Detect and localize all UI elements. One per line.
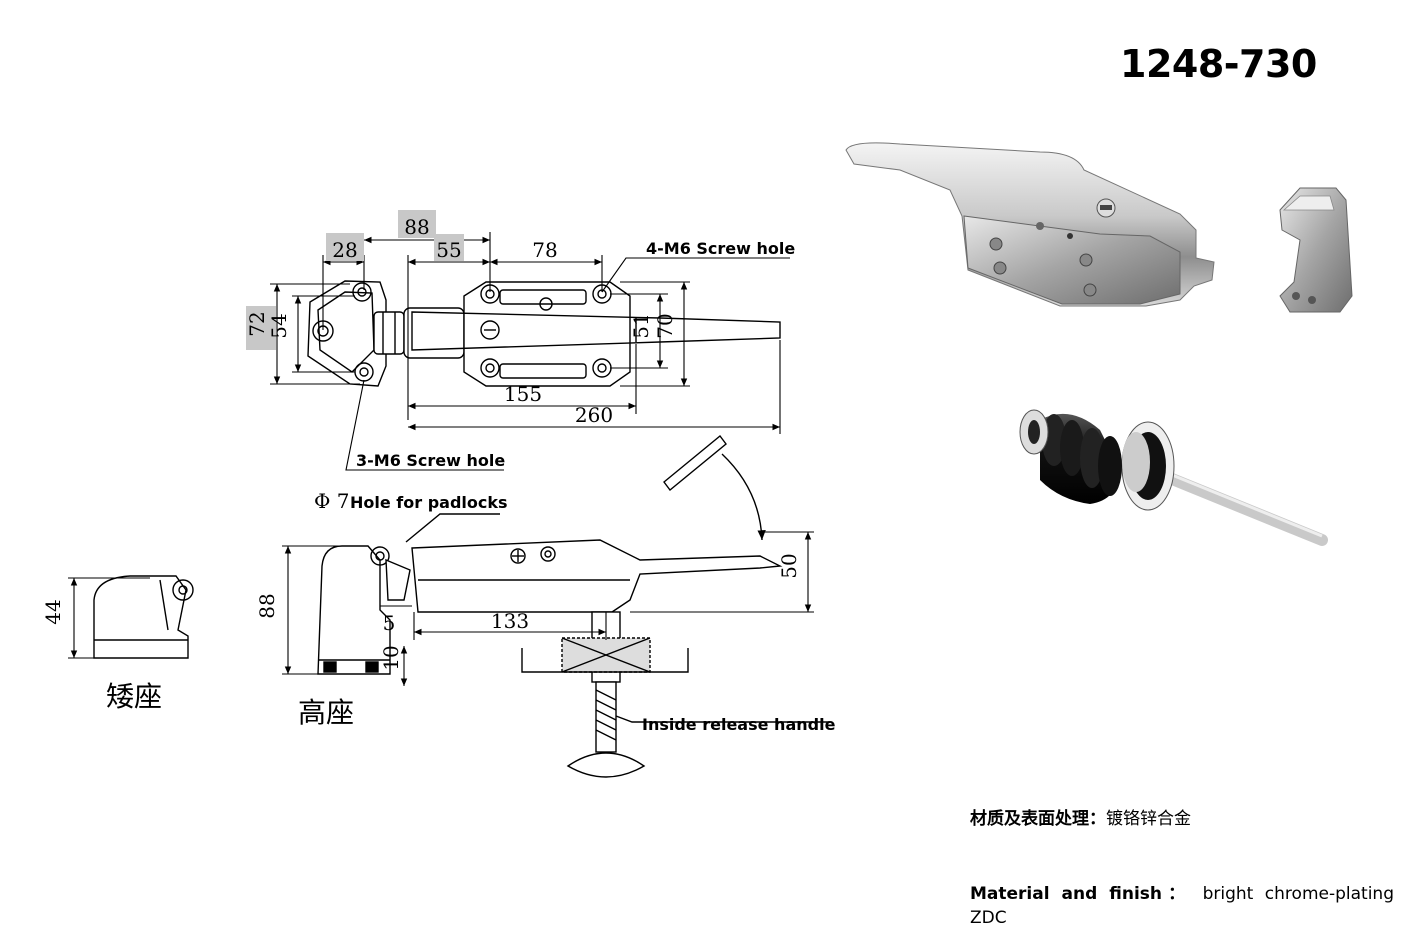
strike-plate bbox=[307, 280, 405, 387]
dim-78: 78 bbox=[532, 238, 557, 262]
dim-50: 50 bbox=[777, 553, 801, 578]
latch-side-drawing bbox=[385, 434, 830, 778]
label-3-m6-screw-hole: 3-M6 Screw hole bbox=[356, 451, 505, 470]
dim-51: 51 bbox=[629, 313, 653, 338]
dim-10: 10 bbox=[379, 645, 403, 670]
spec-chinese: 材质及表面处理：镀铬锌合金 bbox=[970, 804, 1191, 829]
spec-en-value: bright chrome-plating ZDC bbox=[970, 884, 1394, 928]
top-dimension-lines bbox=[270, 232, 790, 471]
dim-88-side: 88 bbox=[255, 593, 279, 618]
strike-photo bbox=[1279, 187, 1353, 313]
dim-44: 44 bbox=[41, 599, 65, 624]
dim-133: 133 bbox=[491, 609, 529, 633]
label-padlock-hole: Hole for padlocks bbox=[350, 493, 508, 512]
side-dimension-lines bbox=[68, 531, 814, 686]
spec-cn-value: 镀铬锌合金 bbox=[1106, 809, 1191, 829]
dim-28: 28 bbox=[332, 238, 357, 262]
low-base-drawing bbox=[93, 575, 194, 659]
high-base-drawing bbox=[317, 545, 391, 675]
label-high-base: 高座 bbox=[298, 696, 354, 729]
top-dimension-boxes bbox=[246, 210, 464, 350]
label-low-base: 矮座 bbox=[106, 680, 162, 713]
latch-body bbox=[403, 281, 781, 387]
spec-english: Material and finish： bright chrome-plati… bbox=[970, 882, 1394, 930]
dim-55: 55 bbox=[436, 238, 461, 262]
dim-54: 54 bbox=[267, 313, 291, 338]
dim-88-top: 88 bbox=[404, 215, 429, 239]
dim-260: 260 bbox=[575, 403, 613, 427]
spec-cn-label: 材质及表面处理： bbox=[970, 809, 1106, 829]
release-handle-photo bbox=[1019, 409, 1328, 546]
side-view bbox=[93, 434, 830, 778]
model-number: 1248-730 bbox=[1120, 42, 1317, 86]
label-phi-7: Φ 7 bbox=[314, 489, 349, 513]
top-view bbox=[307, 280, 781, 387]
label-4-m6-screw-hole: 4-M6 Screw hole bbox=[646, 239, 795, 258]
dim-72: 72 bbox=[245, 311, 269, 336]
dim-5: 5 bbox=[383, 611, 396, 635]
label-inside-release-handle: Inside release handle bbox=[642, 715, 836, 734]
latch-photo bbox=[845, 142, 1215, 307]
dim-155: 155 bbox=[504, 382, 542, 406]
dim-70: 70 bbox=[653, 313, 677, 338]
spec-en-label: Material and finish： bbox=[970, 884, 1192, 904]
